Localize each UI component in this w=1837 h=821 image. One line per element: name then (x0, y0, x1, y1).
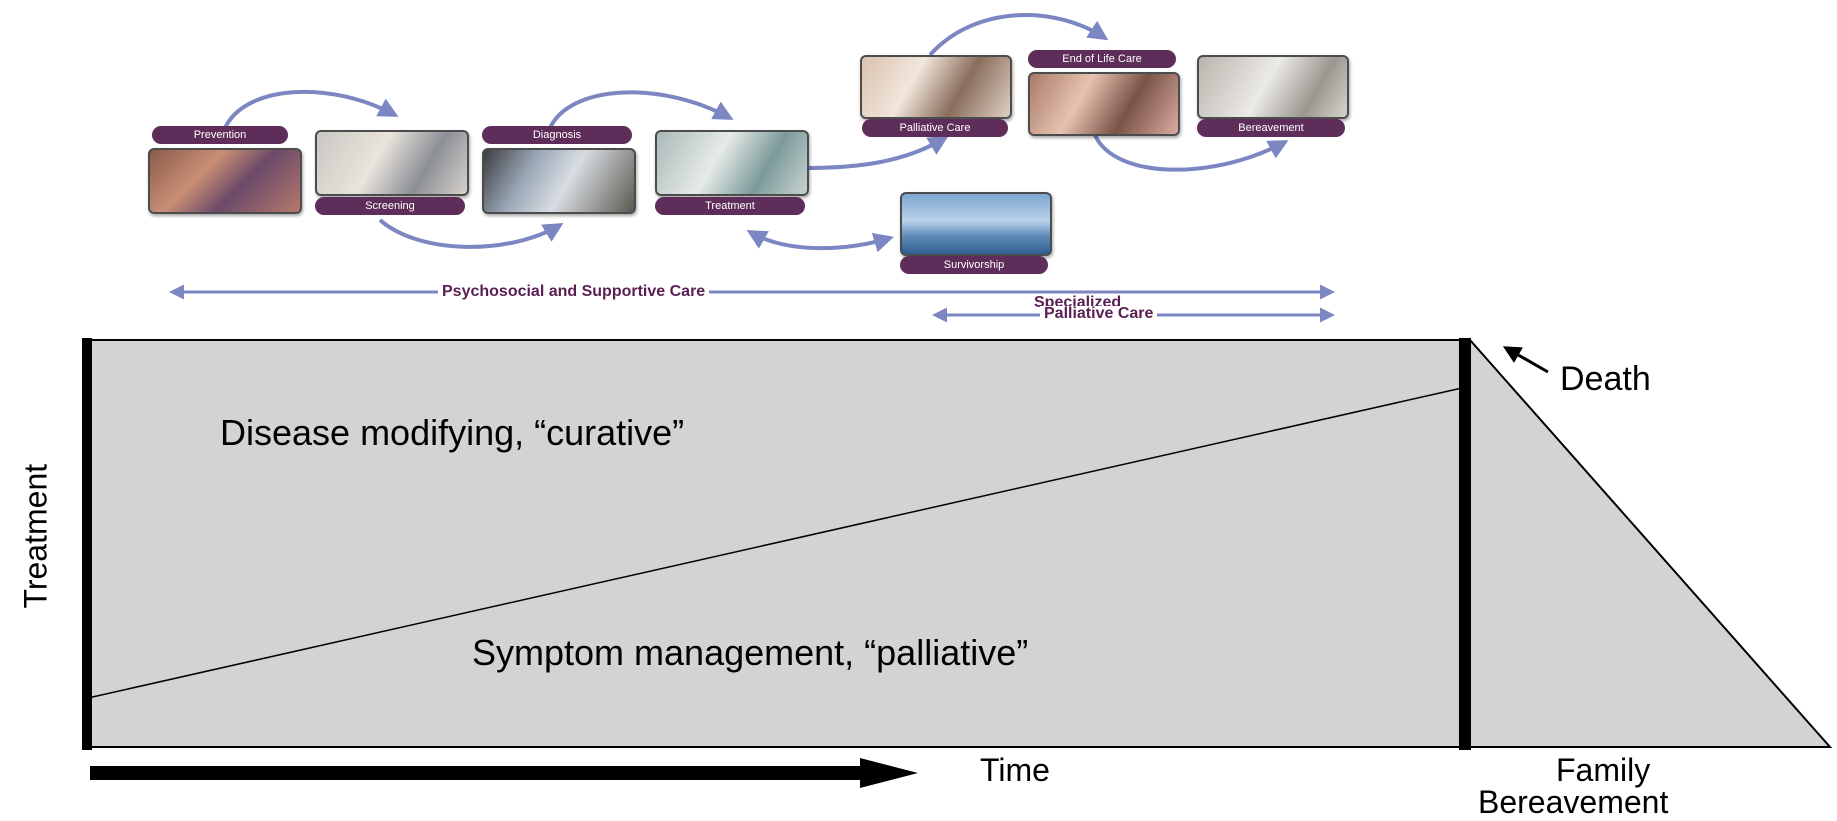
arrow-screening-to-diagnosis (378, 218, 564, 249)
death-bar (1459, 338, 1471, 750)
time-arrow (90, 758, 918, 788)
stage-survivorship: Survivorship (900, 256, 1048, 274)
treatment-model (82, 337, 1833, 788)
screening-photo (315, 130, 469, 196)
diagonal-divider (87, 387, 1463, 699)
arrow-prevention-to-screening (223, 89, 399, 129)
palliative-label: Symptom management, “palliative” (472, 632, 1029, 673)
curative-label: Disease modifying, “curative” (220, 412, 685, 453)
x-axis-label: Time (980, 752, 1050, 788)
bereavement-area (1469, 337, 1833, 748)
bereavement-photo (1197, 55, 1349, 119)
arrow-palliative-to-eol (928, 13, 1109, 57)
survivorship-photo (900, 192, 1052, 256)
stage-treatment: Treatment (655, 197, 805, 215)
bereavement-label-line1: Family (1556, 752, 1651, 788)
psychosocial-band-label: Psychosocial and Supportive Care (438, 283, 710, 301)
palliative-care-photo (860, 55, 1012, 119)
bereavement-label-line2: Bereavement (1478, 784, 1669, 820)
specialized-band-label-line2: Palliative Care (1040, 306, 1158, 322)
treatment-photo (655, 130, 809, 196)
stage-end-of-life-care: End of Life Care (1028, 50, 1176, 68)
stage-bereavement: Bereavement (1197, 119, 1345, 137)
left-axis-bar (82, 338, 92, 750)
y-axis-label: Treatment (17, 463, 54, 609)
stage-prevention: Prevention (152, 126, 288, 144)
arrow-treatment-survivorship (746, 230, 894, 253)
stage-screening: Screening (315, 197, 465, 215)
stage-palliative-care: Palliative Care (862, 119, 1008, 137)
end-of-life-care-photo (1028, 72, 1180, 136)
pathway-flow-arrows (223, 13, 1289, 253)
diagnosis-photo (482, 148, 636, 214)
death-label: Death (1560, 360, 1651, 398)
death-pointer-arrow (1502, 346, 1549, 374)
arrow-eol-to-bereavement (1093, 134, 1289, 172)
care-band-arrows (169, 284, 1335, 323)
arrow-diagnosis-to-treatment (548, 90, 734, 129)
stage-diagnosis: Diagnosis (482, 126, 632, 144)
arrow-treatment-to-palliative (804, 135, 949, 170)
prevention-photo (148, 148, 302, 214)
